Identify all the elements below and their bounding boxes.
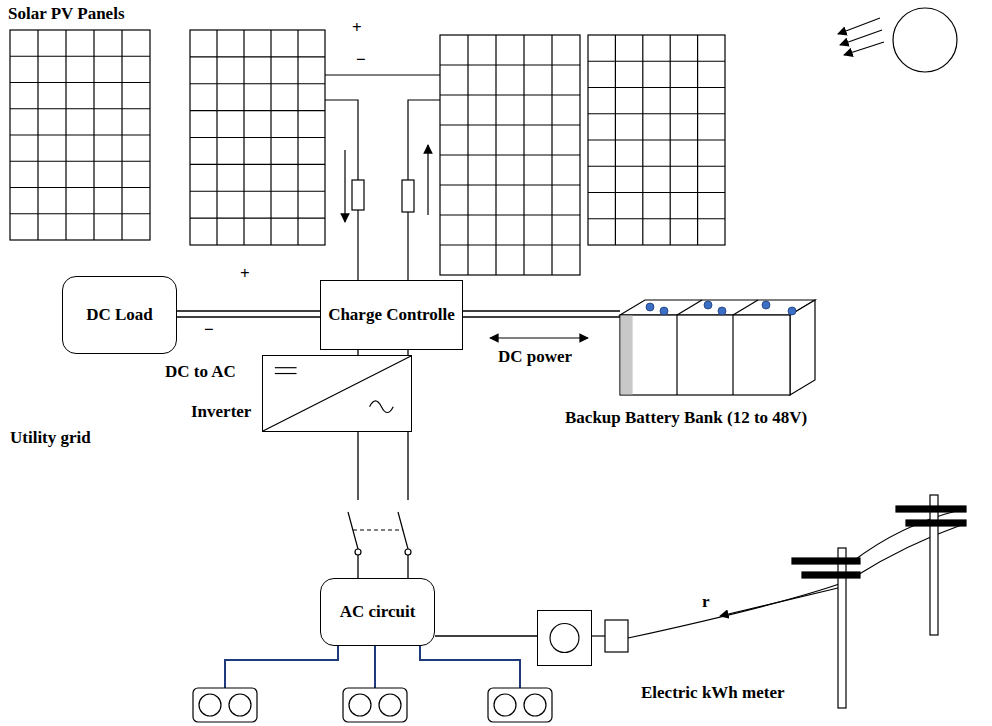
socket-outlets [193, 688, 552, 722]
text-label: Utility grid [10, 428, 91, 448]
node-label: Inverter [191, 402, 251, 422]
node-label: DC to AC [165, 362, 236, 382]
text-label: + [352, 18, 362, 38]
solar-panels [10, 30, 725, 275]
text-label: DC power [498, 347, 572, 367]
wire-connector [463, 311, 620, 317]
text-label: − [204, 320, 214, 340]
batt-symbol [620, 300, 815, 395]
battery-bank: Backup Battery Bank (12 to 48V) [620, 300, 815, 395]
text-label: Solar PV Panels [8, 4, 125, 24]
dc-power-arrow [490, 337, 588, 338]
isolator-switch [346, 500, 420, 555]
node-label: Backup Battery Bank (12 to 48V) [565, 408, 807, 428]
sun-rays [838, 18, 884, 55]
text-label: r [702, 592, 710, 612]
inverter-box: DC to ACInverter [262, 355, 412, 432]
node-label: Electric kWh meter [641, 683, 785, 703]
meter-fuse [592, 620, 628, 652]
wire-connector [435, 635, 537, 636]
panel-wires [325, 75, 440, 280]
load-box: DC Load [62, 276, 177, 354]
sun [893, 8, 957, 72]
node-text: Charge Controlle [328, 302, 455, 328]
inv-symbol [263, 356, 411, 431]
text-label: + [240, 264, 250, 284]
node-text: AC circuit [340, 599, 416, 625]
ac-circuit-box: AC circuit [320, 578, 435, 646]
outlet-wires [225, 646, 520, 688]
utility-poles [628, 495, 966, 708]
controller-box: Charge Controlle [320, 280, 463, 350]
wire-connector [177, 311, 320, 317]
node-text: DC Load [86, 302, 153, 328]
text-label: − [356, 50, 366, 70]
kwh-meter: Electric kWh meter [537, 610, 592, 666]
meter-symbol [538, 611, 591, 665]
